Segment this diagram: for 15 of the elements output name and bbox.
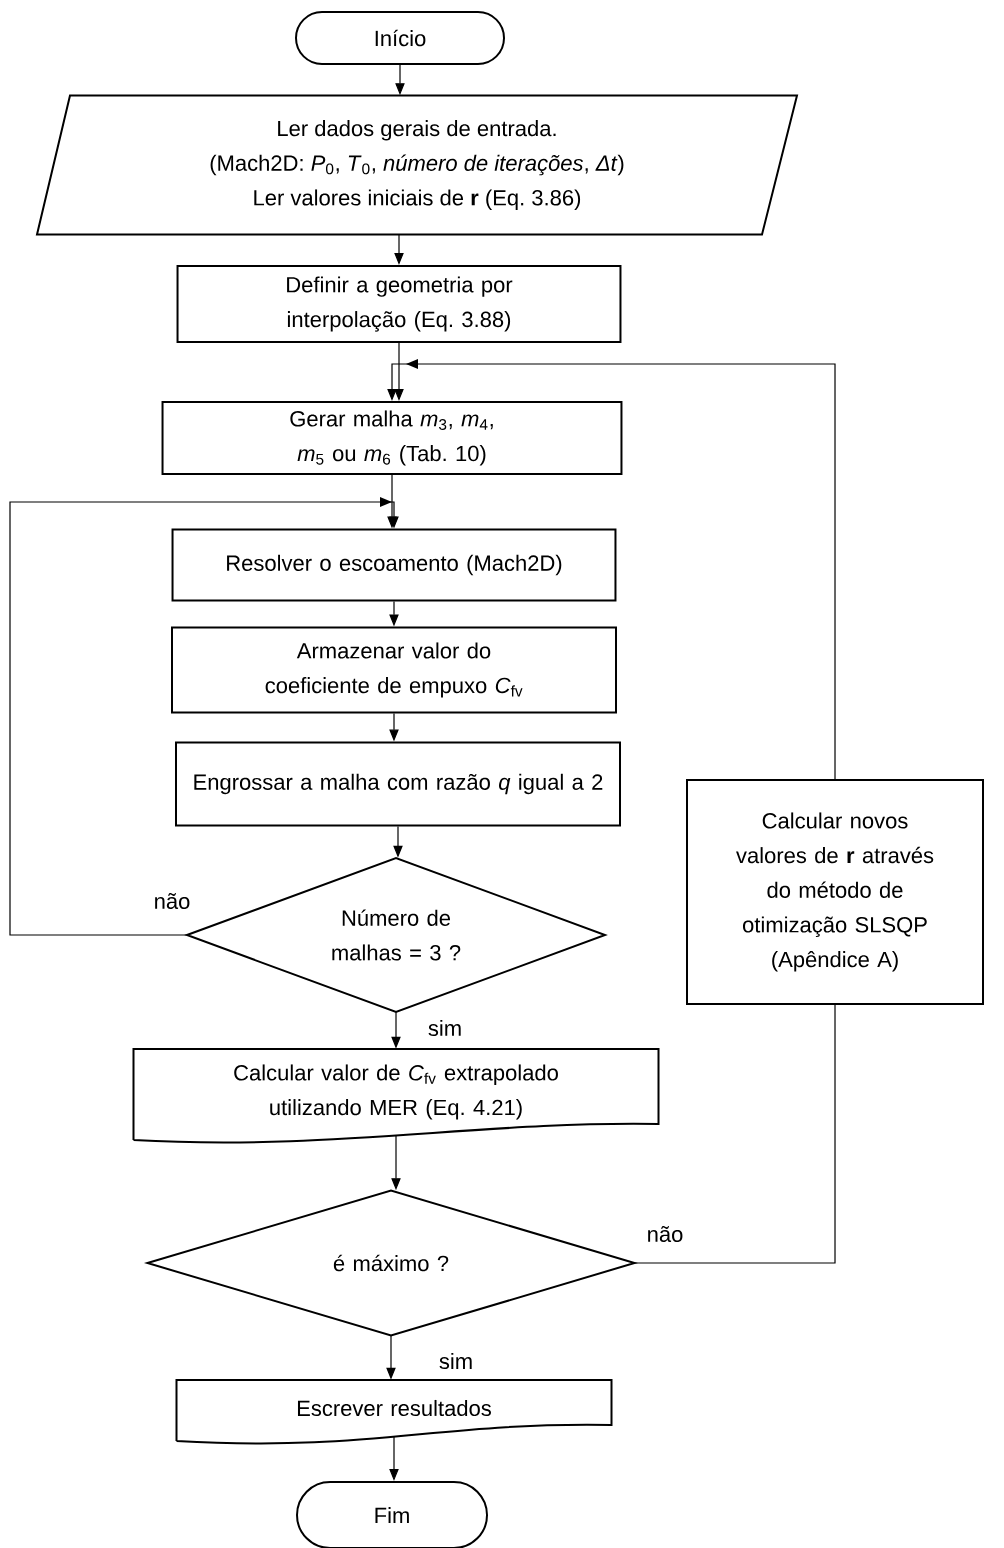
arrow [387, 359, 836, 780]
edge-label: sim [437, 1351, 475, 1371]
end-terminal: Fim [296, 1481, 488, 1548]
process-box: Resolver o escoamento (Mach2D) [171, 528, 617, 602]
start-terminal: Início [295, 11, 505, 65]
process-box: Gerar malha m$_{3}$, m$_{4}$, m$_{5}$ ou m$_{6}$ (Tab. 10) [161, 401, 623, 475]
process-box: Armazenar valor do coeficiente de empuxo C$_{fv}$ [171, 626, 617, 714]
document-box: Calcular valor de C$_{fv}$ extrapolado utilizando MER (Eq. 4.21) [132, 1048, 660, 1144]
arrow [9, 497, 399, 936]
edge-label: sim [426, 1018, 464, 1038]
edge-label: não [645, 1224, 685, 1244]
document-box: Escrever resultados [175, 1379, 613, 1445]
process-box: Definir a geometria por interpolação (Eq. 3.88) [176, 265, 622, 343]
process-box: Engrossar a malha com razão q igual a 2 [175, 741, 621, 827]
process-box: Calcular novos valores de r através do método de otimização SLSQP (Apêndice A) [686, 779, 984, 1005]
